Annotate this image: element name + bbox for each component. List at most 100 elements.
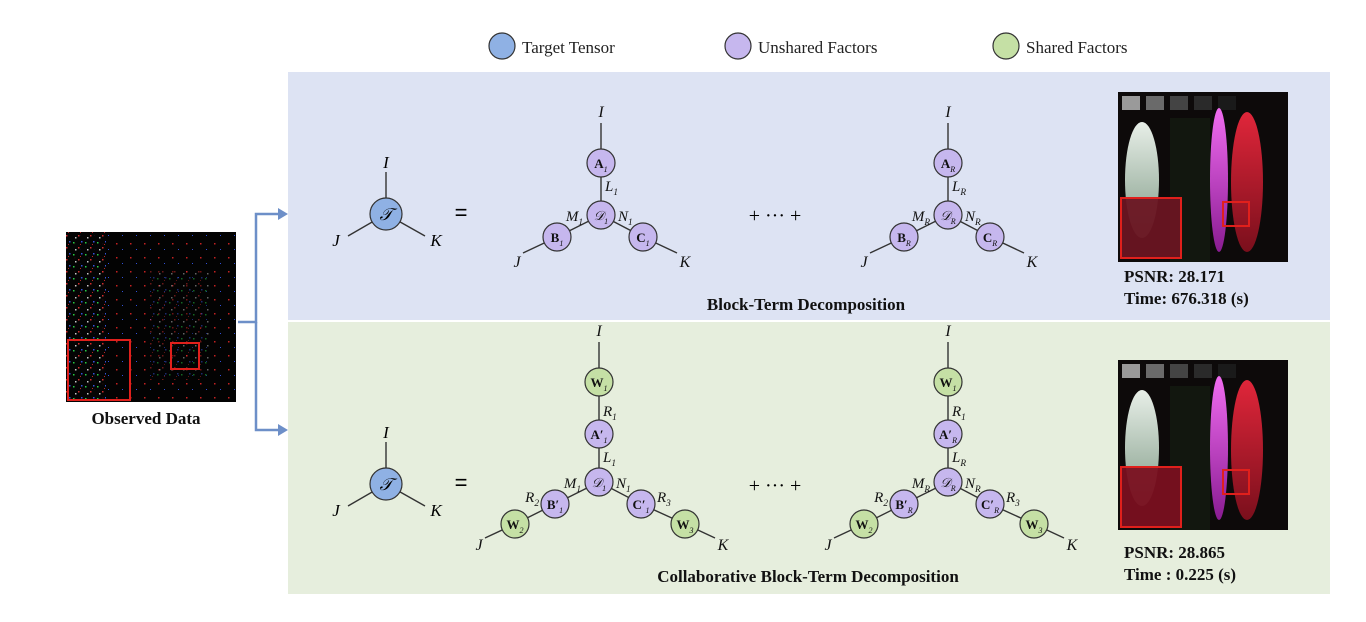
btd-roi-box [1222, 201, 1250, 227]
mode-I-label: I [595, 323, 602, 340]
cbtd-tensor-node [369, 467, 403, 501]
rank-R1-label: R1 [602, 404, 617, 423]
cbtd-tensor-J: J [332, 501, 341, 520]
observed-roi-box [170, 342, 200, 370]
rank-R2-label: R2 [873, 490, 888, 509]
shared-W2-node-label: W2 [855, 517, 872, 535]
shared-W2-node-label: W2 [506, 517, 523, 535]
legend-unshared-swatch [724, 32, 752, 60]
btd-tensor-node [369, 197, 403, 231]
factor-C-node-label: CR [983, 230, 997, 248]
core-D-node [584, 467, 614, 497]
cbtd-zoom-box [1120, 466, 1182, 528]
legend-unshared-label: Unshared Factors [758, 38, 877, 57]
shared-W2-node [849, 509, 879, 539]
core-D-node-label: 𝒟R [940, 475, 955, 493]
observed-data-image [66, 232, 236, 402]
rank-R3-label: R3 [1005, 490, 1020, 509]
mode-I-label: I [597, 104, 604, 121]
mode-K-label: K [1066, 537, 1079, 554]
rank-M-label: MR [911, 476, 931, 495]
rank-N-label: N1 [615, 476, 631, 495]
factor-C-node [626, 489, 656, 519]
rank-M-label: M1 [563, 476, 581, 495]
factor-C-node [975, 222, 1005, 252]
cbtd-roi-box [1222, 469, 1250, 495]
rank-L-label: LR [951, 179, 966, 198]
legend-item-shared: Shared Factors [992, 32, 1128, 60]
shared-W1-node-label: W1 [939, 375, 956, 393]
rank-N-label: NR [964, 209, 981, 228]
branch-arrows [238, 212, 280, 432]
shared-W1-node [933, 367, 963, 397]
btd-psnr: PSNR: 28.171 [1124, 267, 1225, 286]
rank-N-label: N1 [617, 209, 633, 228]
btd-tensor-K: K [429, 231, 443, 250]
factor-C-node [975, 489, 1005, 519]
core-D-node [933, 200, 963, 230]
mode-J-label: J [860, 254, 868, 271]
factor-B-node [540, 489, 570, 519]
factor-B-node-label: B′R [895, 497, 912, 515]
core-D-node-label: 𝒟1 [594, 208, 608, 226]
factor-A-node-label: A′R [939, 427, 957, 445]
shared-W3-node [670, 509, 700, 539]
rank-M-label: M1 [565, 209, 583, 228]
arrow-head-top [278, 208, 288, 220]
shared-W3-node-label: W3 [1025, 517, 1042, 535]
mode-K-label: K [1026, 254, 1039, 271]
cbtd-tensor-I: I [382, 423, 390, 442]
rank-R3-label: R3 [656, 490, 671, 509]
rank-N-label: NR [964, 476, 981, 495]
arrow-head-bottom [278, 424, 288, 436]
factor-B-node [542, 222, 572, 252]
cbtd-time: Time : 0.225 (s) [1124, 565, 1236, 584]
mode-I-label: I [944, 323, 951, 340]
rank-L-label: LR [951, 450, 966, 469]
factor-A-node [933, 148, 963, 178]
mode-K-label: K [717, 537, 730, 554]
cbtd-tensor-K: K [429, 501, 443, 520]
core-D-node [586, 200, 616, 230]
factor-C-node-label: C1 [636, 230, 649, 248]
factor-A-node [584, 419, 614, 449]
factor-B-node [889, 489, 919, 519]
cbtd-equals: = [455, 470, 468, 495]
rank-L-label: L1 [602, 450, 616, 469]
shared-W3-node [1019, 509, 1049, 539]
rank-M-label: MR [911, 209, 931, 228]
btd-tensor-J: J [332, 231, 341, 250]
legend-shared-swatch [992, 32, 1020, 60]
shared-W1-node-label: W1 [590, 375, 607, 393]
btd-title: Block-Term Decomposition [707, 295, 906, 314]
factor-C-node-label: C′R [981, 497, 999, 515]
mode-J-label: J [824, 537, 832, 554]
observed-caption: Observed Data [91, 409, 201, 428]
factor-A-node-label: A1 [594, 156, 607, 174]
shared-W3-node-label: W3 [676, 517, 693, 535]
btd-zoom-box [1120, 197, 1182, 259]
btd-tensor-I: I [382, 153, 390, 172]
factor-C-node-label: C′1 [632, 497, 649, 515]
btd-time: Time: 676.318 (s) [1124, 289, 1249, 308]
factor-A-node [933, 419, 963, 449]
shared-W1-node [584, 367, 614, 397]
factor-B-node [889, 222, 919, 252]
factor-B-node-label: B1 [551, 230, 564, 248]
rank-R1-label: R1 [951, 404, 966, 423]
mode-K-label: K [679, 254, 692, 271]
legend: Target Tensor Unshared Factors Shared Fa… [488, 32, 1128, 60]
cbtd-target-tensor: 𝒯 I J K [332, 423, 443, 520]
legend-target-label: Target Tensor [522, 38, 615, 57]
btd-target-tensor: 𝒯 I J K [332, 153, 443, 250]
factor-B-node-label: B′1 [547, 497, 563, 515]
factor-A-node-label: A′1 [590, 427, 607, 445]
rank-R2-label: R2 [524, 490, 539, 509]
factor-C-node [628, 222, 658, 252]
rank-L-label: L1 [604, 179, 618, 198]
core-D-node-label: 𝒟1 [592, 475, 606, 493]
